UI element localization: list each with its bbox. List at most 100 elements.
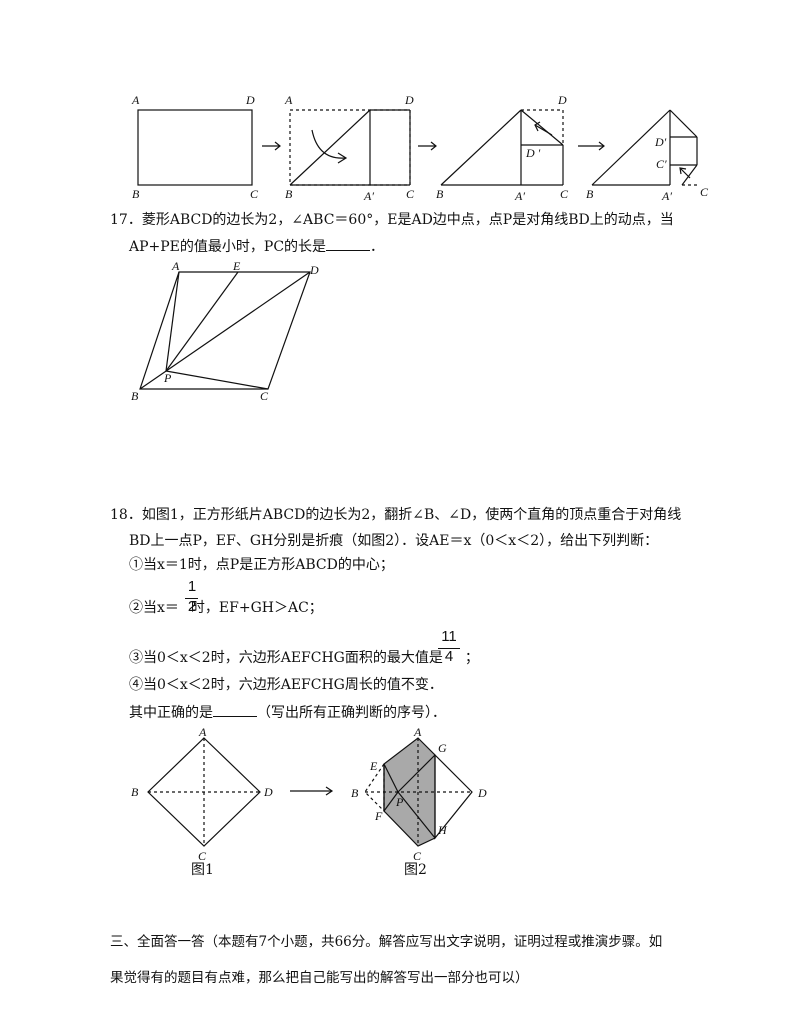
q17-text-1: 菱形ABCD的边长为2，∠ABC＝60°，E是AD边中点，点P是对角线BD上的动… bbox=[141, 212, 674, 228]
label-d: D bbox=[477, 786, 487, 800]
label-a-prime: A′ bbox=[661, 189, 672, 203]
small-arrow-2-head bbox=[679, 167, 687, 175]
label-h: H bbox=[437, 823, 448, 837]
arrow-head bbox=[325, 786, 334, 796]
label-a: A bbox=[171, 259, 180, 273]
label-e: E bbox=[369, 759, 378, 773]
label-b: B bbox=[586, 187, 594, 201]
label-d: D bbox=[404, 93, 414, 107]
label-p: P bbox=[395, 795, 404, 809]
segment-fp bbox=[383, 791, 399, 812]
label-b: B bbox=[131, 785, 139, 799]
fold-curve-arrow bbox=[311, 129, 346, 159]
label-b: B bbox=[285, 187, 293, 201]
answer-blank[interactable] bbox=[326, 236, 371, 251]
small-arrow-head bbox=[534, 121, 541, 132]
label-c: C bbox=[413, 849, 422, 863]
label-d: D bbox=[245, 93, 255, 107]
label-g: G bbox=[438, 741, 447, 755]
label-a: A bbox=[413, 725, 422, 739]
label-c: C bbox=[198, 849, 207, 863]
rhombus-figure: A E D P B C bbox=[131, 259, 319, 403]
q17-line-1: 17．菱形ABCD的边长为2，∠ABC＝60°，E是AD边中点，点P是对角线BD… bbox=[110, 210, 674, 230]
q17-text-2: AP+PE的值最小时，PC的长是 bbox=[129, 239, 327, 255]
label-p: P bbox=[163, 371, 172, 385]
answer-blank[interactable] bbox=[213, 702, 257, 717]
triangle-hypotenuse bbox=[440, 109, 522, 186]
label-c: C bbox=[700, 185, 709, 199]
label-c: C bbox=[406, 187, 415, 201]
label-c: C bbox=[260, 389, 269, 403]
fold-diagonal bbox=[289, 109, 371, 186]
fraction-denominator: 2 bbox=[187, 598, 197, 615]
judgment-2-pre: ②当x＝ bbox=[129, 600, 179, 616]
folding-sequence-figure: A D B C A D B A′ C D D ′ B A′ C D′ C′ B … bbox=[131, 93, 709, 203]
segment-ep bbox=[383, 763, 399, 793]
segment-pc bbox=[165, 370, 269, 390]
label-d: D bbox=[263, 785, 273, 799]
segment-hp bbox=[397, 791, 436, 839]
flap-bottom bbox=[681, 164, 698, 186]
diagonal-bd bbox=[139, 271, 311, 390]
fraction-numerator: 1 bbox=[187, 578, 197, 595]
dashed-corner bbox=[521, 109, 564, 145]
segment-gp bbox=[397, 754, 436, 793]
figure-1-caption: 图1 bbox=[191, 862, 214, 878]
triangle-ghd bbox=[434, 753, 473, 840]
q18-ask-pre: 其中正确的是 bbox=[129, 705, 213, 721]
judgment-3: ③当0＜x＜2时，六边形AEFCHG面积的最大值是 ； bbox=[129, 648, 479, 668]
q18-line-1: 18．如图1，正方形纸片ABCD的边长为2，翻折∠B、∠D，使两个直角的顶点重合… bbox=[110, 505, 681, 525]
arrow-3-head bbox=[598, 141, 605, 151]
flap-top bbox=[669, 109, 698, 138]
label-e: E bbox=[232, 259, 241, 273]
q17-period: ． bbox=[370, 239, 385, 255]
label-d-prime: D′ bbox=[654, 135, 667, 149]
label-f: F bbox=[374, 809, 383, 823]
label-a: A bbox=[131, 93, 140, 107]
segment-ap bbox=[165, 271, 180, 372]
label-d-prime: D ′ bbox=[525, 146, 541, 160]
label-c: C bbox=[250, 187, 259, 201]
label-d: D bbox=[309, 263, 319, 277]
label-b: B bbox=[132, 187, 140, 201]
q18-text-1: 如图1，正方形纸片ABCD的边长为2，翻折∠B、∠D，使两个直角的顶点重合于对角… bbox=[141, 507, 682, 523]
small-arrow-2 bbox=[679, 167, 691, 179]
judgment-3-post: ； bbox=[464, 650, 479, 666]
figure-2-caption: 图2 bbox=[404, 862, 427, 878]
q18-line-2: BD上一点P，EF、GH分别是折痕（如图2）．设AE＝x（0＜x＜2），给出下列… bbox=[129, 533, 659, 549]
label-a: A bbox=[284, 93, 293, 107]
label-a-prime: A′ bbox=[514, 189, 525, 203]
label-b: B bbox=[351, 786, 359, 800]
judgment-3-pre: ③当0＜x＜2时，六边形AEFCHG面积的最大值是 bbox=[129, 650, 443, 666]
q18-number: 18． bbox=[110, 507, 142, 523]
label-b: B bbox=[131, 389, 139, 403]
q17-number: 17． bbox=[110, 212, 142, 228]
label-a-prime: A′ bbox=[363, 189, 374, 203]
fraction-numerator: 11 bbox=[441, 628, 457, 645]
label-c-prime: C′ bbox=[656, 157, 667, 171]
label-b: B bbox=[436, 187, 444, 201]
big-hypotenuse bbox=[591, 109, 671, 186]
arrow-2-head bbox=[430, 141, 437, 151]
fold-curve-arrow-head bbox=[337, 152, 348, 164]
q17-line-2: AP+PE的值最小时，PC的长是 ． bbox=[129, 236, 384, 257]
square-abcd bbox=[147, 737, 261, 847]
fraction-denominator: 4 bbox=[444, 648, 454, 665]
section-3-line-1: 三、全面答一答（本题有7个小题，共66分。解答应写出文字说明，证明过程或推演步骤… bbox=[110, 934, 663, 950]
small-arrow bbox=[534, 124, 553, 136]
judgment-1: ①当x＝1时，点P是正方形ABCD的中心； bbox=[129, 557, 394, 573]
label-a: A bbox=[198, 725, 207, 739]
label-c: C bbox=[560, 187, 569, 201]
rectangle-abcd bbox=[137, 109, 253, 186]
judgment-4: ④当0＜x＜2时，六边形AEFCHG周长的值不变． bbox=[129, 677, 443, 693]
fraction-bar bbox=[438, 648, 460, 649]
arrow-1-head bbox=[274, 141, 281, 151]
judgment-2: ②当x＝ 时，EF+GH＞AC； bbox=[129, 598, 323, 618]
fold-crease bbox=[520, 109, 564, 146]
segment-pe bbox=[165, 271, 239, 372]
fraction-bar bbox=[185, 598, 198, 599]
judgment-2-post: 时，EF+GH＞AC； bbox=[190, 600, 323, 616]
section-3-line-2: 果觉得有的题目有点难，那么把自己能写出的解答写出一部分也可以） bbox=[110, 970, 529, 986]
square-folding-figures: A B D C A G E B P D F H C bbox=[131, 725, 487, 863]
q18-ask: 其中正确的是（写出所有正确判断的序号）． bbox=[129, 702, 446, 723]
